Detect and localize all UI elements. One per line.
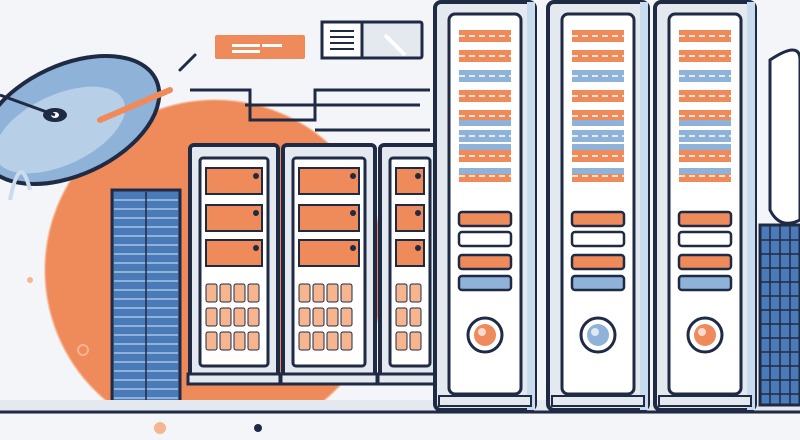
deco-dot: [27, 277, 33, 283]
drive-bay: [457, 230, 513, 248]
power-button-icon: [579, 316, 617, 354]
cabinet-cell: [312, 283, 325, 303]
drive-bay: [457, 274, 513, 292]
cabinet-drawer: [298, 204, 360, 232]
drive-bay: [570, 230, 626, 248]
drive-bay: [677, 253, 733, 271]
cabinet-drawer: [298, 239, 360, 267]
satellite-dish-icon: [0, 53, 162, 201]
cabinet-cell: [409, 307, 422, 327]
server-rack-icon: [546, 0, 650, 412]
cabinet-cell: [340, 283, 353, 303]
cabinet-cell: [298, 283, 311, 303]
cabinet-drawer: [395, 204, 425, 232]
cabinet-cell: [326, 307, 339, 327]
cabinet-cell: [205, 307, 218, 327]
cabinet-cell: [326, 283, 339, 303]
cabinet-cell: [219, 283, 232, 303]
cabinet-cell: [233, 307, 246, 327]
cabinet-cell: [233, 283, 246, 303]
server-rack-icon: [653, 0, 757, 412]
orange-accent-stroke: [97, 87, 173, 123]
cabinet-cell: [233, 331, 246, 351]
cabinet-drawer: [395, 239, 425, 267]
dash-stroke: [178, 53, 197, 72]
power-button-icon: [686, 316, 724, 354]
storage-cabinet-icon: [279, 143, 379, 386]
cabinet-cell: [395, 283, 408, 303]
cabinet-cell: [247, 331, 260, 351]
floor-shadow: [0, 414, 800, 440]
deco-dot: [77, 344, 89, 356]
server-rack-row: [433, 0, 757, 412]
blue-grid-server: [758, 223, 800, 407]
cabinet-cell: [326, 331, 339, 351]
drive-bay: [677, 210, 733, 228]
network-cable-icon: [190, 88, 430, 132]
cabinet-cell: [247, 307, 260, 327]
storage-cabinet-icon: [376, 143, 444, 386]
right-cloud-shape: [768, 48, 800, 225]
storage-cabinet-icon: [186, 143, 282, 386]
cabinet-cell: [340, 331, 353, 351]
cabinet-cell: [205, 331, 218, 351]
cabinet-cell: [298, 307, 311, 327]
cabinet-cell: [219, 331, 232, 351]
cabinet-cell: [312, 331, 325, 351]
drive-bay: [570, 210, 626, 228]
cabinet-cell: [205, 283, 218, 303]
cabinet-cell: [247, 283, 260, 303]
server-rack-icon: [433, 0, 537, 412]
deco-dot: [254, 424, 262, 432]
drive-bay: [677, 230, 733, 248]
cabinet-cell: [298, 331, 311, 351]
drive-bay: [457, 210, 513, 228]
cabinet-cell: [340, 307, 353, 327]
drive-bay: [677, 274, 733, 292]
cabinet-drawer: [205, 204, 263, 232]
drive-bay: [457, 253, 513, 271]
power-button-icon: [466, 316, 504, 354]
deco-dot: [154, 422, 166, 434]
cabinet-cell: [409, 283, 422, 303]
cabinet-drawer: [298, 167, 360, 195]
blue-stack-server: [110, 188, 182, 414]
storage-cabinet-row: [186, 143, 444, 386]
cabinet-cell: [409, 331, 422, 351]
cabinet-cell: [395, 331, 408, 351]
cabinet-cell: [219, 307, 232, 327]
cabinet-drawer: [205, 167, 263, 195]
drive-bay: [570, 253, 626, 271]
floating-document-panel: [320, 20, 424, 60]
cabinet-cell: [395, 307, 408, 327]
floating-orange-panel: [215, 35, 305, 59]
cabinet-drawer: [395, 167, 425, 195]
drive-bay: [570, 274, 626, 292]
cabinet-cell: [312, 307, 325, 327]
cabinet-drawer: [205, 239, 263, 267]
